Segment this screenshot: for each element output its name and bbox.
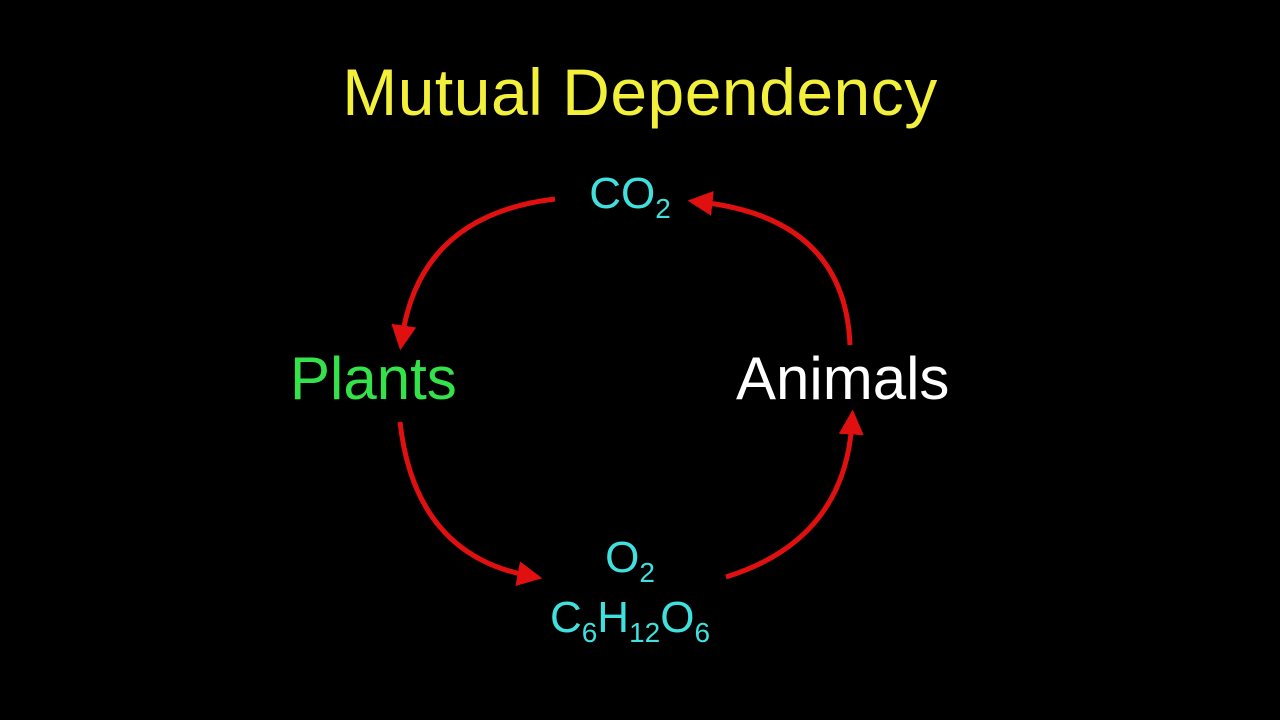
arrow-o2-to-animals: [725, 409, 864, 580]
o2-base: O: [605, 533, 640, 582]
glucose-carbon-subscript: 6: [581, 617, 598, 648]
o2-subscript: 2: [639, 557, 655, 588]
glucose-label: C6H12O6: [510, 592, 750, 647]
plants-label: Plants: [290, 345, 457, 412]
arrow-animals-to-co2: [687, 190, 853, 346]
co2-subscript: 2: [655, 193, 671, 224]
slide-title: Mutual Dependency: [342, 55, 938, 129]
co2-base: CO: [589, 169, 656, 218]
glucose-oxygen: O: [660, 593, 695, 642]
o2-label: O2: [560, 532, 700, 587]
animals-label: Animals: [736, 345, 950, 412]
glucose-carbon: C: [549, 593, 582, 642]
glucose-hydrogen-subscript: 12: [629, 617, 661, 648]
co2-label: CO2: [560, 168, 700, 223]
glucose-oxygen-subscript: 6: [694, 617, 711, 648]
arrow-plants-to-o2: [397, 421, 543, 587]
glucose-hydrogen: H: [597, 593, 630, 642]
arrow-co2-to-plants: [391, 196, 556, 351]
